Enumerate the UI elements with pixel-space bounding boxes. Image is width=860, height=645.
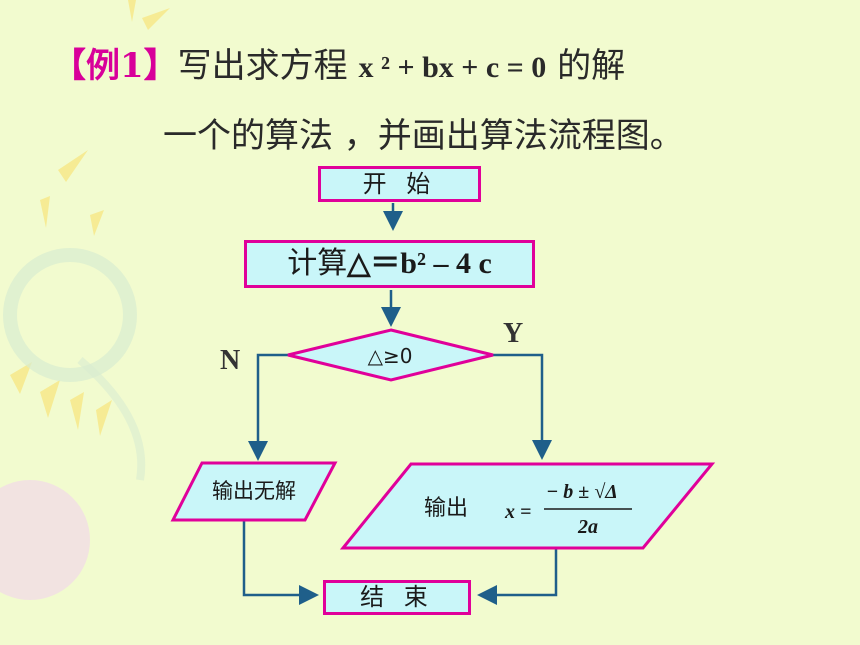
title-text: 写出求方程 — [177, 46, 348, 86]
decision-diamond — [287, 328, 494, 382]
title-line-2: 一个的算法 ，并画出算法流程图。 — [163, 116, 684, 156]
arrow-yes-branch — [493, 353, 552, 460]
formula-numerator: − b ± √Δ — [546, 481, 618, 503]
no-label: N — [220, 345, 241, 376]
yes-label: Y — [503, 318, 524, 349]
formula-denominator: 2a — [577, 516, 598, 538]
output-box — [339, 462, 716, 550]
no-solution-label: 输出无解 — [212, 479, 296, 503]
formula-lhs: x = — [504, 501, 531, 523]
arrow-no-branch — [248, 353, 288, 461]
compute-prefix: 计算 — [287, 246, 348, 281]
title-line-1: 【例1】写出求方程 x ² + bx + c = 0 的解 — [52, 38, 625, 87]
decision-label: △≥0 — [368, 344, 413, 368]
end-box: 结 束 — [323, 580, 471, 615]
example-label: 【例1】 — [52, 46, 178, 86]
title-end: 的解 — [557, 46, 626, 86]
compute-box: 计算△＝b² – 4 c — [244, 240, 535, 288]
arrow-nosolution-end — [242, 520, 319, 605]
start-box: 开 始 — [318, 166, 481, 202]
arrow-output-end — [477, 548, 558, 605]
no-solution-box — [170, 461, 338, 522]
output-label: 输出 — [424, 496, 468, 521]
equation: x ² + bx + c = 0 — [358, 51, 547, 84]
compute-formula: △＝b² – 4 c — [347, 247, 492, 280]
